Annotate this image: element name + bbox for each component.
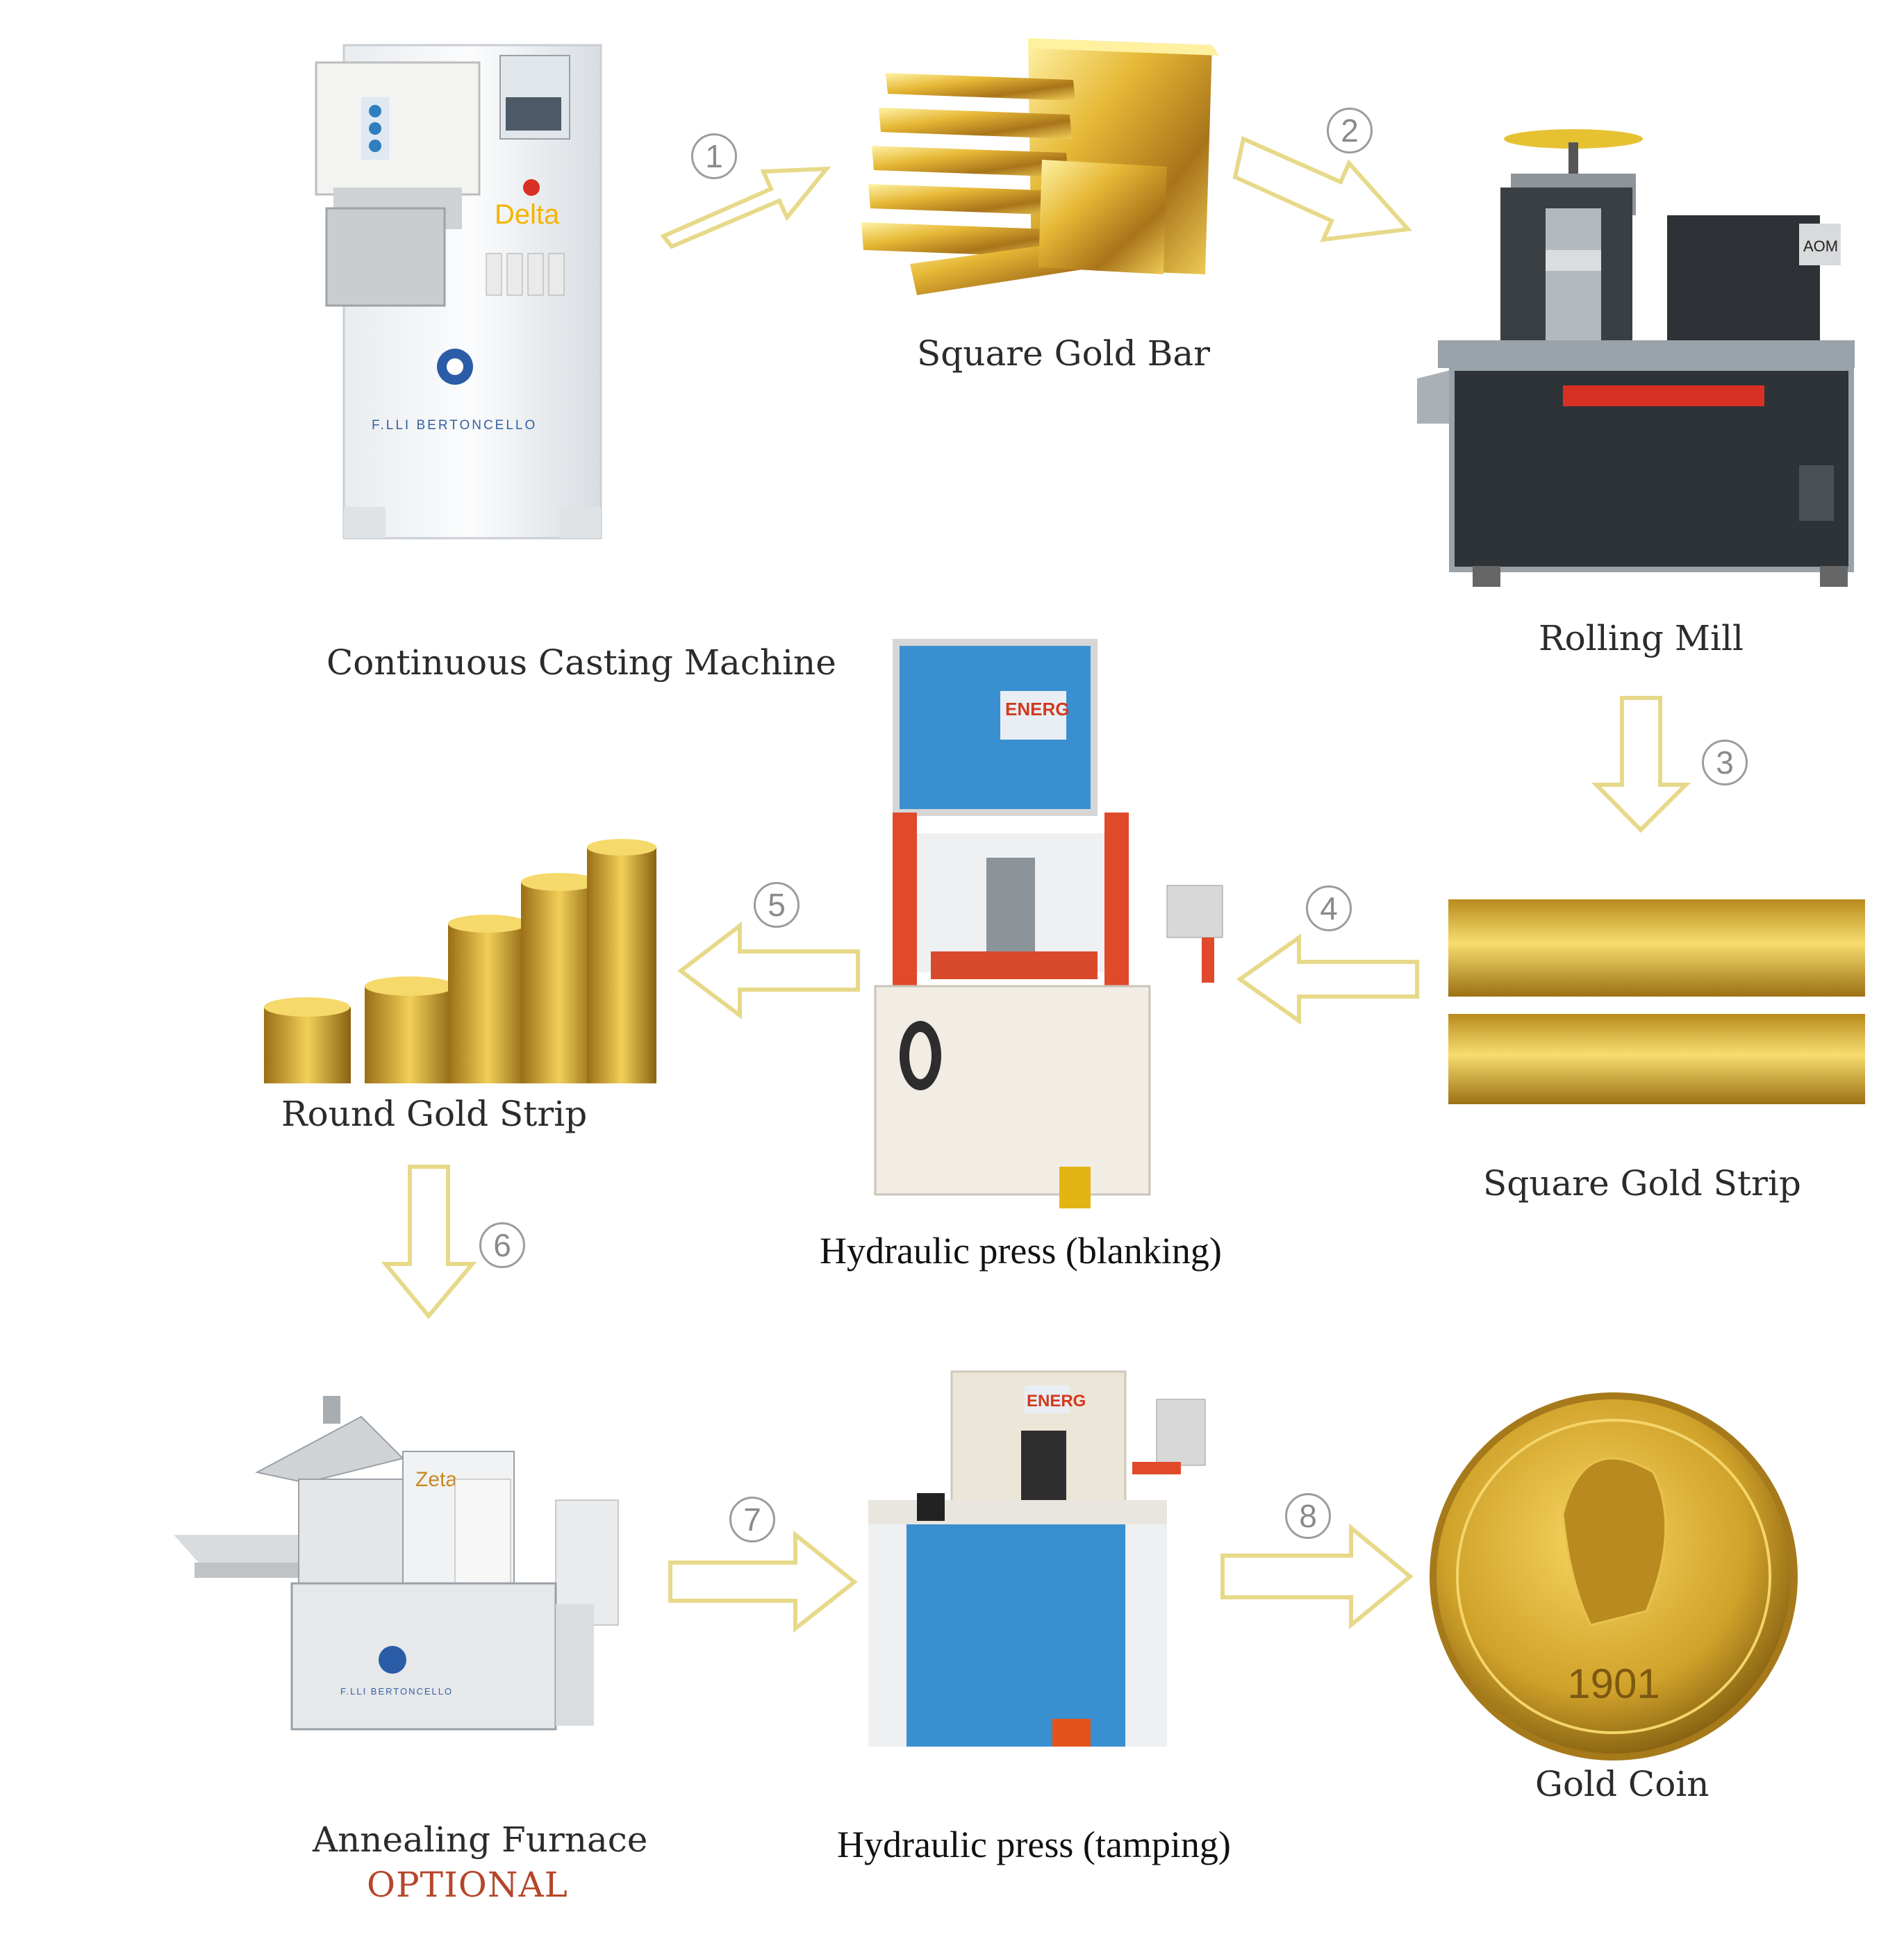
step-number-2: 2	[1327, 108, 1373, 153]
annealing-furnace-image: Zeta F.LLI BERTONCELLO	[174, 1396, 619, 1731]
arrow-2	[1232, 135, 1413, 242]
square-gold-bar-image	[861, 38, 1219, 295]
label-annealing-optional: OPTIONAL	[367, 1865, 568, 1905]
arrow-3	[1591, 696, 1691, 833]
step-number-7: 7	[729, 1497, 775, 1542]
arrow-1	[660, 166, 831, 249]
press-blanking-brand-label: ENERG	[1005, 699, 1069, 719]
square-gold-strip-image	[1448, 899, 1865, 1104]
casting-model-label: Delta	[495, 199, 560, 230]
label-hydraulic-press-blanking: Hydraulic press (blanking)	[820, 1230, 1222, 1272]
step-number-8: 8	[1285, 1493, 1331, 1539]
label-annealing-furnace: Annealing Furnace	[313, 1820, 648, 1860]
label-continuous-casting-machine: Continuous Casting Machine	[326, 642, 836, 683]
furnace-brand-label: F.LLI BERTONCELLO	[340, 1686, 453, 1697]
gold-coin-image: 1901	[1430, 1392, 1798, 1760]
hydraulic-press-blanking-image: ENERG	[874, 639, 1223, 1208]
aom-logo-icon	[1799, 224, 1841, 265]
arrow-6	[381, 1165, 477, 1320]
arrow-7	[668, 1530, 858, 1633]
casting-brand-label: F.LLI BERTONCELLO	[372, 418, 537, 433]
label-round-gold-strip: Round Gold Strip	[281, 1094, 588, 1134]
hydraulic-press-tamping-image: ENERG	[868, 1370, 1206, 1747]
arrow-5	[677, 921, 860, 1020]
rolling-mill-image: AOM	[1417, 129, 1855, 587]
rolling-mill-brand-label: AOM	[1803, 238, 1838, 255]
arrow-4	[1236, 933, 1419, 1025]
label-gold-coin: Gold Coin	[1535, 1764, 1710, 1804]
round-gold-strip-image	[264, 839, 656, 1083]
label-square-gold-bar: Square Gold Bar	[917, 333, 1211, 374]
step-number-5: 5	[754, 882, 800, 928]
coin-year-label: 1901	[1567, 1660, 1659, 1707]
press-tamping-brand-label: ENERG	[1027, 1392, 1086, 1410]
step-number-4: 4	[1306, 885, 1352, 931]
step-number-6: 6	[479, 1222, 525, 1268]
label-hydraulic-press-tamping: Hydraulic press (tamping)	[837, 1824, 1231, 1865]
step-number-1: 1	[691, 133, 737, 179]
label-square-gold-strip: Square Gold Strip	[1483, 1163, 1801, 1204]
arrow-8	[1220, 1523, 1414, 1630]
furnace-bertoncello-logo-icon	[379, 1646, 406, 1674]
continuous-casting-machine-image: Delta F.LLI BERTONCELLO	[315, 44, 602, 540]
step-number-3: 3	[1702, 740, 1748, 785]
furnace-model-label: Zeta	[415, 1468, 457, 1491]
label-rolling-mill: Rolling Mill	[1539, 618, 1744, 658]
